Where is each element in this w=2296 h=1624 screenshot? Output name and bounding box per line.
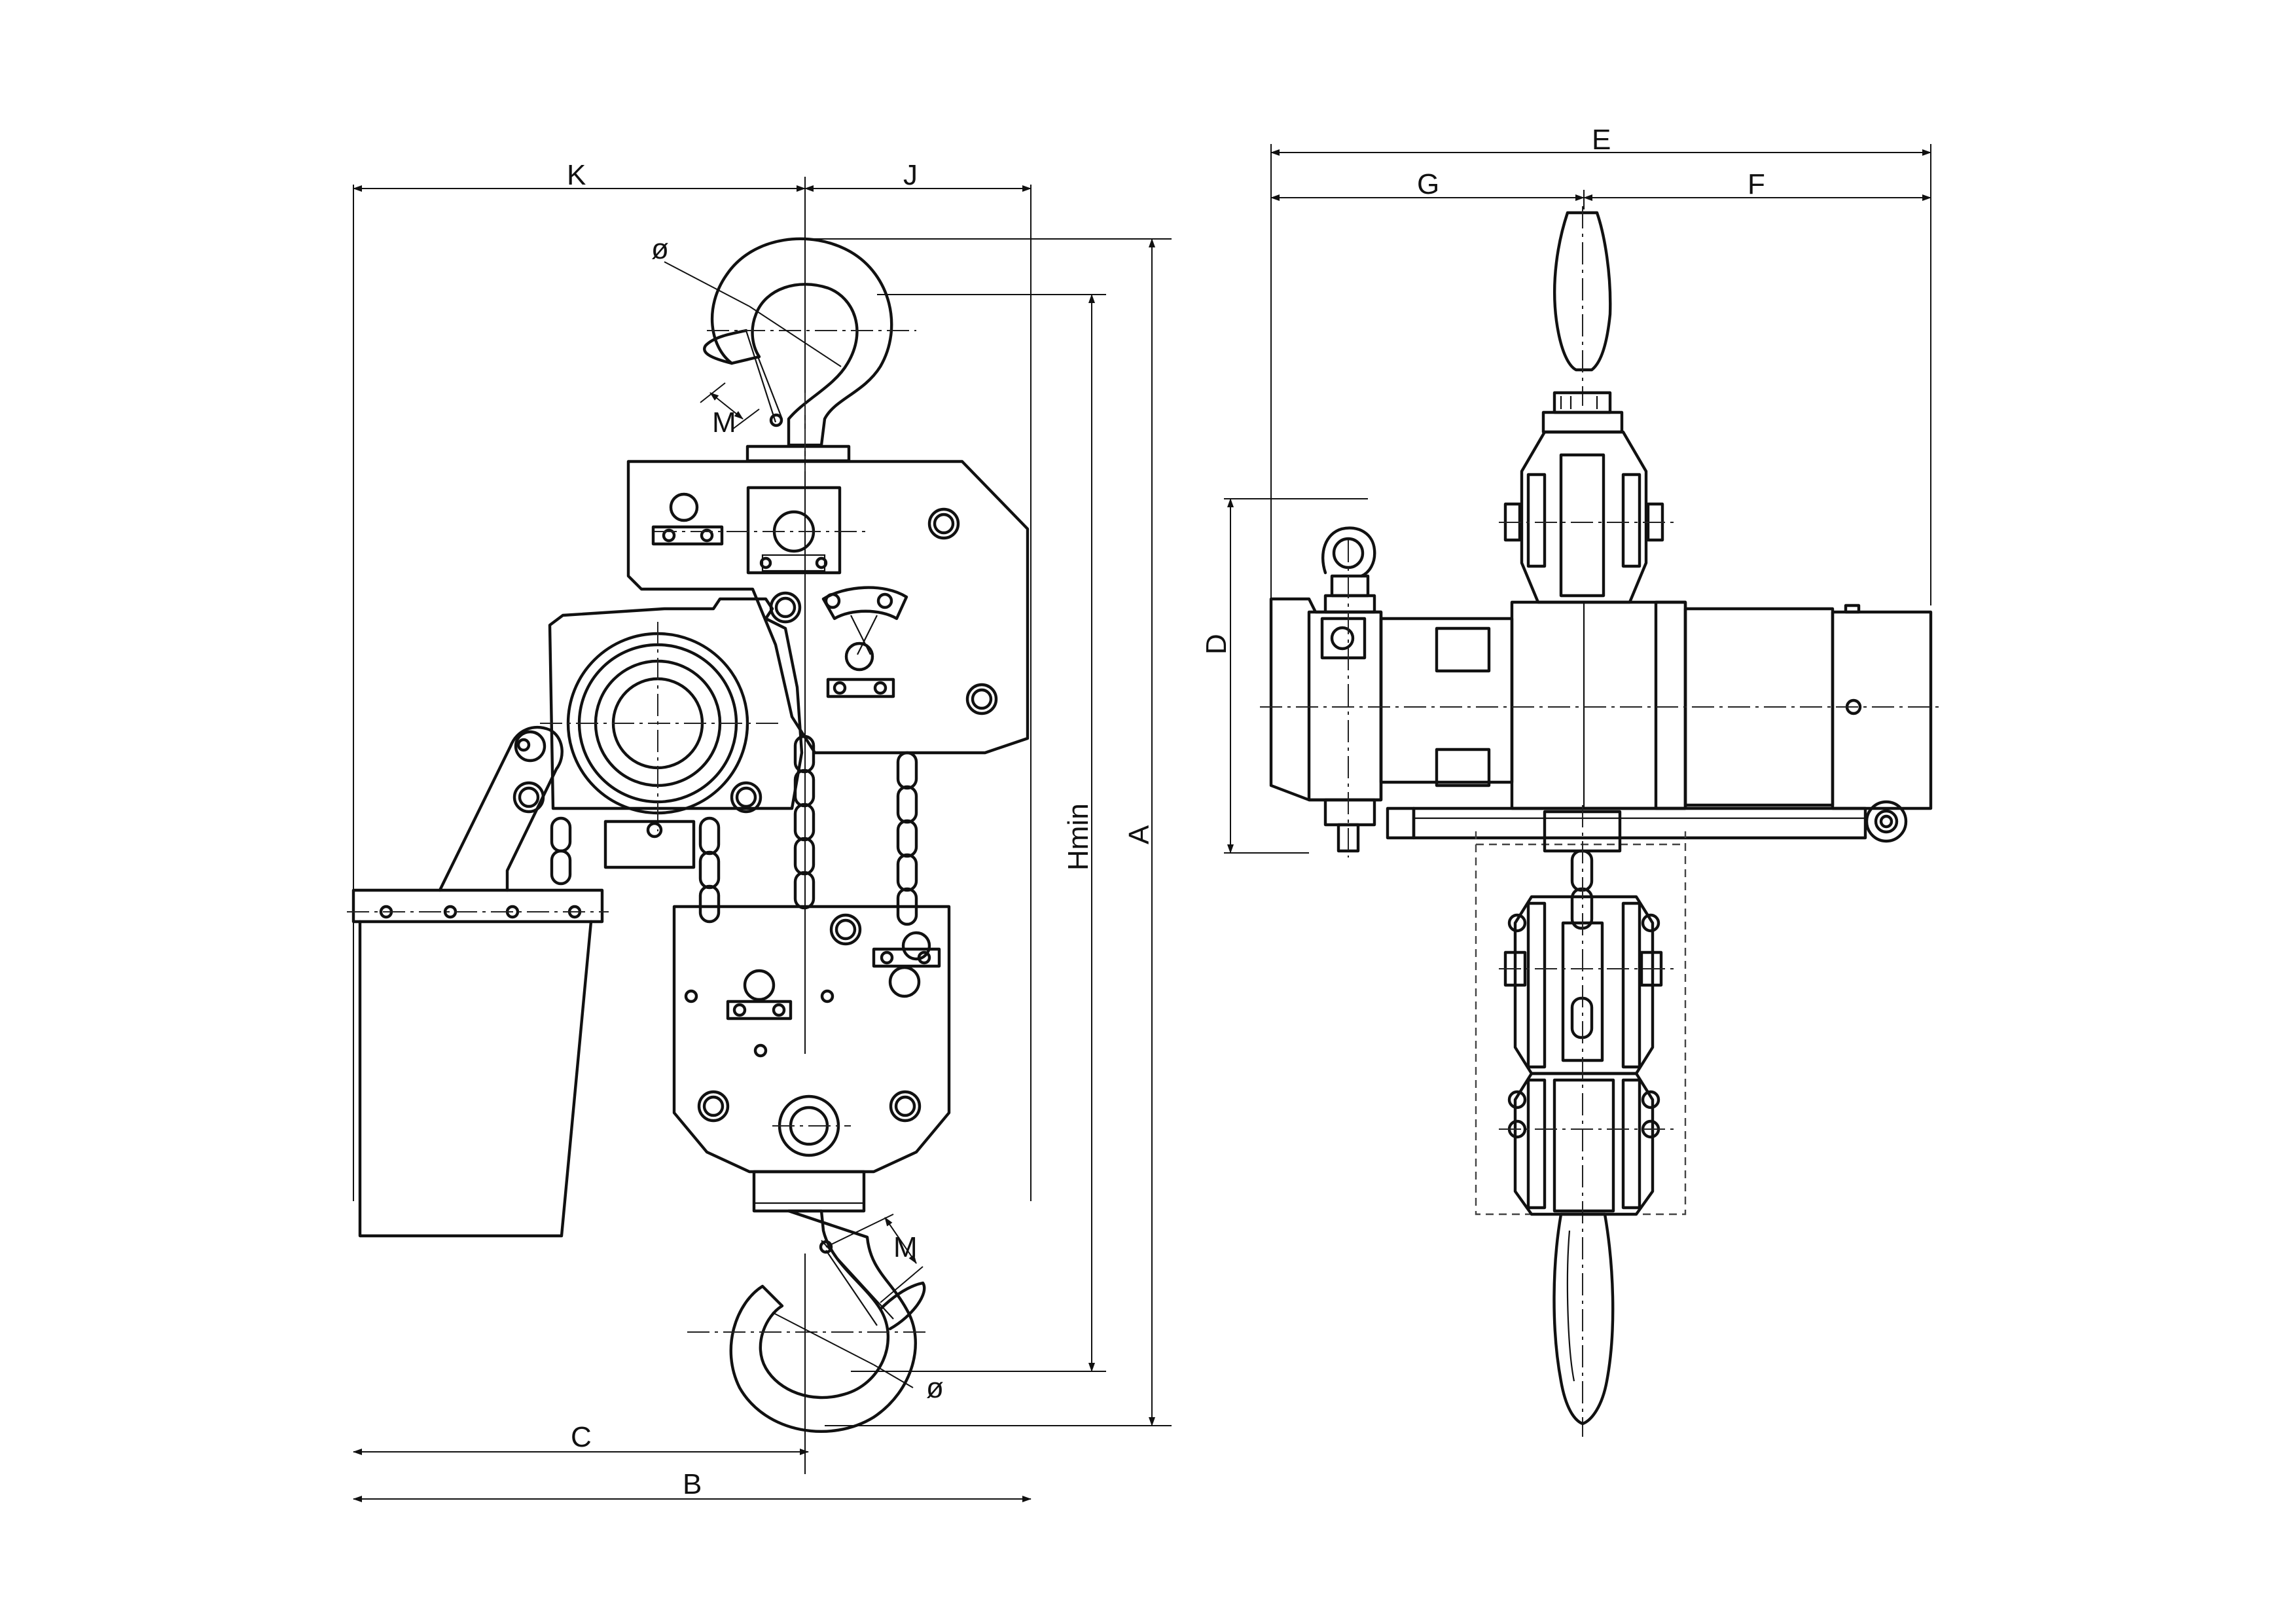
label-M-top: M bbox=[712, 406, 736, 439]
front-view bbox=[347, 177, 1172, 1502]
label-phi-top: ø bbox=[651, 233, 669, 265]
phi-bottom-leader bbox=[873, 1364, 914, 1388]
label-B: B bbox=[683, 1468, 702, 1500]
chain-bucket-arm bbox=[438, 726, 564, 892]
gear-housing bbox=[512, 597, 804, 869]
phi-top-leader bbox=[664, 261, 750, 307]
load-chain-center bbox=[793, 734, 816, 910]
label-phi-bottom: ø bbox=[926, 1372, 944, 1404]
side-motor bbox=[1260, 600, 1941, 843]
label-D: D bbox=[1200, 634, 1232, 655]
side-extension-lines bbox=[1224, 144, 1931, 854]
front-dimension-lines bbox=[353, 185, 1155, 1502]
upper-body-plate bbox=[626, 460, 1030, 755]
load-chain-left bbox=[550, 816, 721, 924]
label-M-bottom: M bbox=[893, 1231, 918, 1263]
label-A: A bbox=[1123, 825, 1155, 844]
front-view-labels: K J ø M M ø C B Hmin A bbox=[567, 159, 1155, 1500]
side-top-hook bbox=[1541, 206, 1624, 434]
label-J: J bbox=[903, 159, 918, 191]
chain-bucket bbox=[347, 888, 609, 1238]
label-G: G bbox=[1417, 168, 1439, 200]
bottom-block bbox=[672, 905, 951, 1213]
load-chain-right bbox=[896, 751, 918, 926]
label-Hmin: Hmin bbox=[1062, 803, 1094, 871]
label-C: C bbox=[571, 1421, 592, 1453]
front-extension-lines bbox=[353, 177, 1172, 1474]
side-view-labels: E G F D bbox=[1200, 124, 1765, 655]
side-view bbox=[1224, 144, 1941, 1437]
bottom-hook bbox=[687, 1209, 929, 1433]
side-control-box bbox=[1269, 526, 1383, 857]
side-suspension bbox=[1499, 430, 1676, 604]
side-bottom-hook bbox=[1552, 1212, 1615, 1426]
label-K: K bbox=[567, 159, 586, 191]
side-lower-block bbox=[1499, 805, 1676, 1437]
top-hook bbox=[664, 237, 916, 463]
label-E: E bbox=[1592, 124, 1611, 156]
side-dimension-lines bbox=[1227, 149, 1931, 854]
label-F: F bbox=[1748, 168, 1765, 200]
